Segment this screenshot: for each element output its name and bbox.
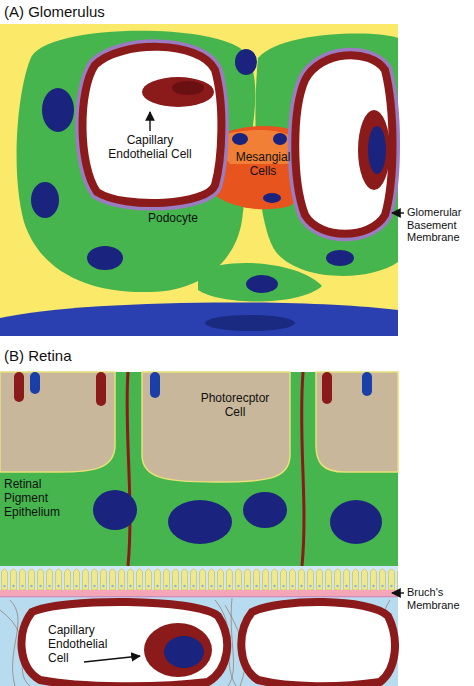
basement-membrane [82, 47, 221, 203]
capillary [82, 47, 221, 203]
panel-title: (B) Retina [4, 347, 224, 364]
retina-illustration [0, 372, 404, 686]
structure-label: Mesangial Cells [222, 151, 304, 179]
urinary-space [0, 24, 398, 336]
structure-label: Capillary Endothelial Cell [48, 624, 124, 665]
cell-process [302, 372, 304, 566]
leader-arrow [149, 112, 150, 131]
photoreceptor [142, 372, 290, 482]
basement-membrane [295, 55, 392, 234]
podocyte-body [17, 31, 256, 292]
photoreceptor [316, 372, 398, 472]
nucleus [330, 500, 382, 544]
nucleus [263, 193, 281, 203]
leader-arrow [392, 212, 404, 213]
endothelial-cell [142, 77, 214, 107]
structure-label: Bruch's Membrane [407, 586, 471, 611]
pigment-epithelium [0, 372, 398, 566]
capillary [295, 55, 392, 234]
glomerulus-illustration [0, 24, 404, 336]
leader-arrow [84, 656, 140, 662]
podocyte-body [198, 263, 322, 301]
nucleus [172, 81, 204, 95]
structure-label: Podocyte [148, 212, 218, 226]
cell-process [127, 372, 130, 566]
endothelial-cell [358, 110, 390, 190]
nucleus [168, 500, 232, 544]
photoreceptor [0, 372, 115, 472]
structure-label: Retinal Pigment Epithelium [4, 478, 80, 519]
outer-segment [14, 372, 24, 402]
microvilli [0, 566, 398, 590]
nucleus [368, 126, 386, 174]
outer-segment [362, 372, 372, 396]
outer-segment [96, 372, 106, 406]
nucleus [205, 315, 295, 331]
structure-label: Photorecptor Cell [190, 392, 280, 420]
leader-arrow [392, 592, 404, 593]
outer-segment [322, 372, 332, 404]
nucleus [87, 246, 123, 270]
nucleus [93, 490, 137, 530]
capillary [241, 602, 395, 686]
nucleus [42, 88, 74, 132]
parietal-cell [0, 302, 398, 336]
nucleus [273, 133, 287, 145]
capillary [22, 602, 228, 686]
structure-label: Capillary Endothelial Cell [100, 134, 200, 162]
bruchs-membrane [0, 596, 398, 597]
nucleus [235, 49, 257, 75]
nucleus [243, 492, 287, 528]
bruchs-membrane [0, 590, 398, 597]
nucleus [326, 250, 354, 266]
panel-title: (A) Glomerulus [4, 3, 224, 20]
nucleus [164, 636, 204, 668]
nucleus [246, 275, 278, 293]
nucleus [31, 182, 59, 218]
nucleus [232, 133, 248, 145]
outer-segment [30, 372, 40, 394]
outer-segment [150, 372, 160, 398]
choroid [0, 598, 398, 686]
endothelial-cell [144, 623, 212, 677]
structure-label: Glomerular Basement Membrane [407, 206, 471, 244]
